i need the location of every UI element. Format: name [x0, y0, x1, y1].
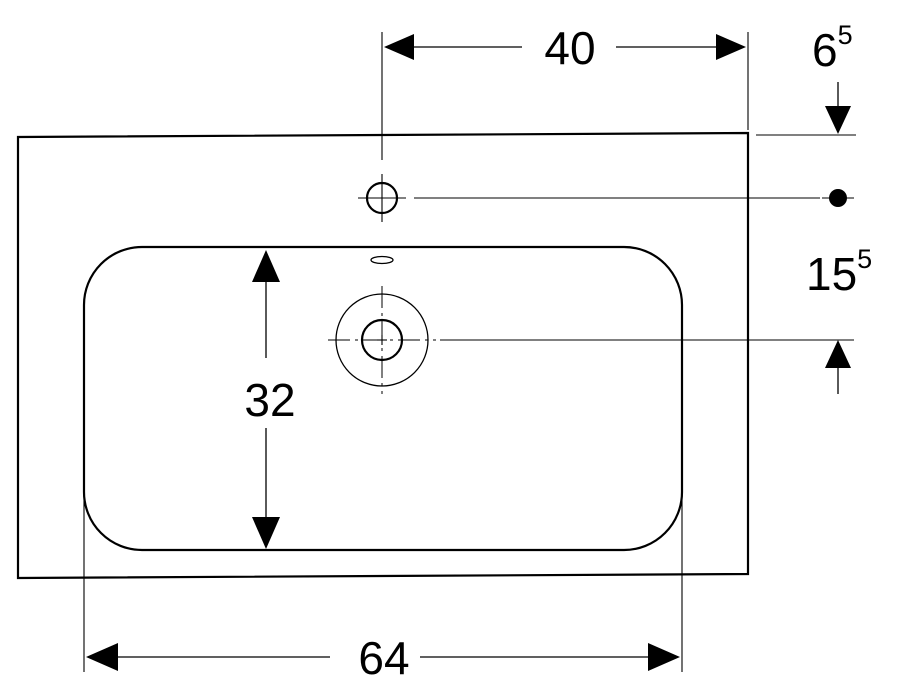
basin-outer-outline — [16, 131, 750, 580]
dimension-top-width-label: 40 — [544, 22, 595, 74]
dimension-bowl-width-label: 64 — [358, 632, 409, 684]
dimension-top-offset — [414, 82, 856, 207]
overflow-slot — [370, 255, 394, 265]
tap-hole-icon — [358, 174, 406, 222]
dimension-bowl-height-label: 32 — [244, 374, 295, 426]
dimension-drain-offset — [440, 339, 854, 394]
dimension-bowl-height — [252, 250, 280, 549]
bowl-outline — [82, 245, 684, 552]
dimension-drain-offset-label: 155 — [806, 244, 872, 300]
dimension-top-width — [381, 32, 749, 160]
dimension-bowl-width — [83, 494, 683, 672]
drain-icon — [328, 286, 436, 394]
dimension-top-offset-label: 65 — [812, 20, 853, 76]
